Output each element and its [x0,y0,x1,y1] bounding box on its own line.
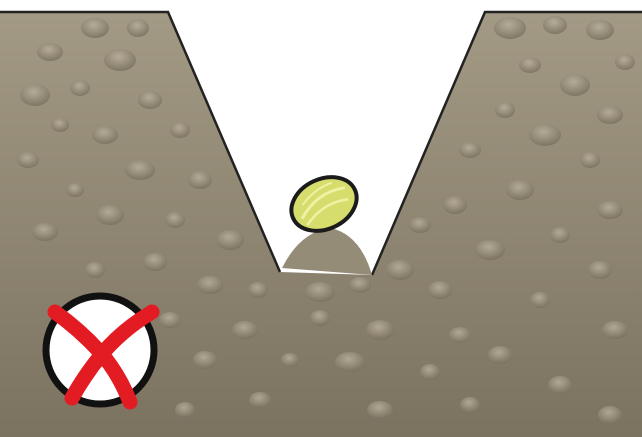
soil-mound [282,228,372,275]
seed-icon [283,167,366,241]
incorrect-badge [46,296,154,404]
